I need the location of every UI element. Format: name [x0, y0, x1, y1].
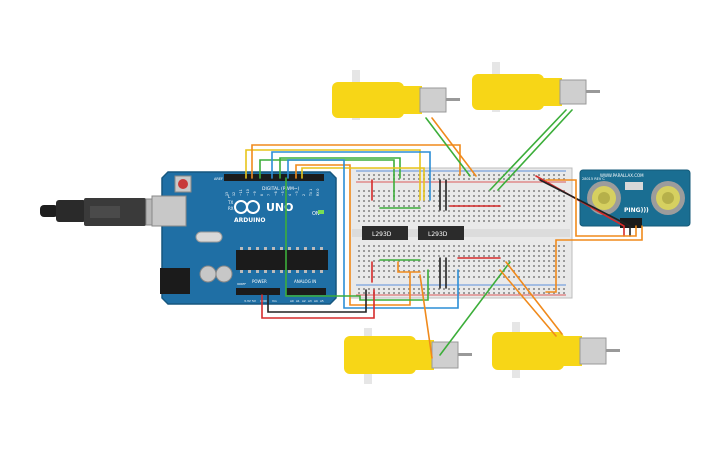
dc-motor-top-left — [332, 70, 460, 120]
ping-ultrasonic-sensor: WWW.PARALLAX.COM 28015 REV C PING))) — [579, 169, 691, 228]
wire-yellow-2 — [301, 167, 425, 201]
analog-label: ANALOG IN — [294, 279, 316, 284]
arduino-uno-board: ARDUINO UNO ON L TX RX DIGITAL (PWM~) AR… — [151, 171, 337, 305]
wire-green-motor-tr-2 — [497, 109, 573, 191]
wire-orange-motor-tl — [431, 117, 477, 177]
digital-pin-label: 13 — [225, 192, 229, 196]
aref-label: AREF — [214, 177, 223, 181]
dc-motor-bottom-right — [492, 322, 620, 378]
breadboard-holes — [358, 174, 565, 294]
digital-pin-label: 8 — [260, 194, 264, 196]
analog-pin-label: A4 — [314, 299, 318, 303]
analog-pin-label: A5 — [320, 299, 324, 303]
wire-red-power — [261, 289, 375, 319]
digital-pin-label: ~6 — [274, 191, 278, 196]
wire-green-3 — [285, 177, 429, 301]
analog-pin-label: A2 — [302, 299, 306, 303]
wire-orange-sensor-2 — [545, 225, 643, 293]
wire-orange-bb — [397, 261, 421, 273]
tx-led-label: TX — [227, 200, 233, 205]
digital-pin-label: 4 — [288, 194, 292, 196]
analog-pin-label: A3 — [308, 299, 312, 303]
v33-label: 3.3V — [244, 299, 252, 303]
digital-header — [224, 174, 324, 181]
l293d-chip-2-label: L293D — [428, 231, 448, 238]
analog-header — [286, 288, 326, 295]
sensor-name: PING))) — [624, 207, 649, 214]
on-led-label: ON — [312, 211, 320, 217]
wire-orange-top — [251, 144, 461, 179]
digital-pin-label: ~9 — [253, 191, 257, 196]
digital-pin-label: 2 — [302, 194, 306, 196]
wire-orange-motor-br-2 — [505, 261, 563, 335]
dc-motor-bottom-left — [344, 328, 472, 384]
wire-green-motor-bl — [439, 261, 511, 356]
wire-blue-top — [271, 151, 431, 201]
sensor-url: WWW.PARALLAX.COM — [600, 173, 644, 178]
wire-orange-motor-br — [499, 269, 557, 337]
digital-pin-label: ~11 — [239, 189, 243, 196]
digital-pin-label: ~5 — [281, 191, 285, 196]
arduino-brand: ARDUINO — [234, 217, 265, 224]
rx-led-label: RX — [228, 206, 234, 211]
digital-pin-label: RX 0 — [316, 189, 320, 196]
l293d-chip-1: L293D — [362, 226, 408, 240]
l293d-chip-1-label: L293D — [372, 231, 392, 238]
digital-pin-label: ~10 — [246, 189, 250, 196]
digital-pin-label: ~3 — [295, 191, 299, 196]
l-led-label: L — [228, 194, 231, 199]
wire-green-motor-tl — [425, 117, 471, 177]
wire-orange-sensor — [545, 179, 637, 237]
vin-label: Vin — [272, 299, 277, 303]
arduino-logo: ARDUINO — [234, 200, 265, 224]
gnd-label: GND — [260, 299, 268, 303]
digital-pin-label: TX 1 — [309, 189, 313, 197]
wire-black-sensor — [539, 179, 631, 237]
v5-label: 5V — [252, 299, 257, 303]
wire-black-gnd — [267, 289, 367, 313]
wires — [245, 109, 643, 359]
wire-orange-motor-bl — [419, 274, 433, 359]
analog-pin-label: A0 — [290, 299, 294, 303]
analog-pin-label: A1 — [296, 299, 300, 303]
dc-motor-top-right — [472, 62, 600, 112]
digital-pin-label: 12 — [232, 192, 236, 196]
arduino-model: UNO — [266, 201, 294, 214]
power-label: POWER — [252, 279, 267, 284]
ioref-label: IOREF — [237, 282, 246, 286]
wire-green-motor-tr — [489, 109, 567, 191]
sensor-rev: 28015 REV C — [582, 177, 605, 181]
digital-pin-label: 7 — [267, 194, 271, 196]
wire-blue-2 — [287, 159, 459, 309]
power-header — [236, 288, 280, 295]
usb-cable — [40, 198, 165, 226]
digital-header-label: DIGITAL (PWM~) — [262, 186, 300, 192]
l293d-chip-2: L293D — [418, 226, 464, 240]
wire-yellow-top — [245, 149, 421, 201]
